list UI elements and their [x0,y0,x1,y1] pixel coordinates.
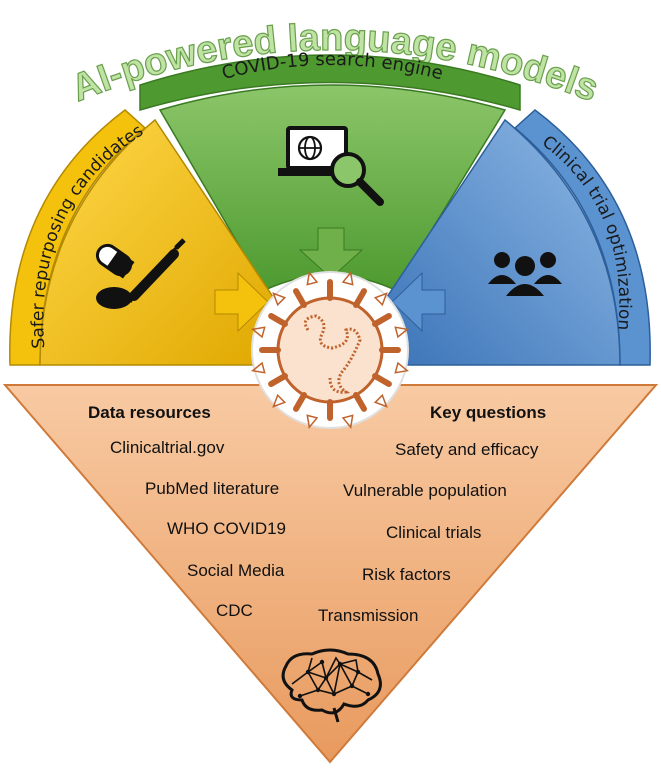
key-question-item: Clinical trials [386,523,481,542]
key-question-item: Vulnerable population [343,481,507,500]
virus-marker [272,393,287,408]
virus-marker [394,326,410,339]
pills-syringe-icon [95,238,186,309]
brain-network-icon [281,648,382,723]
virus-spike [372,373,392,387]
virus-marker [272,292,287,307]
virus-spike [293,288,307,308]
virus-marker [373,292,388,307]
arrow-left-icon [391,271,446,333]
virus-rna-strand [303,314,362,394]
coronavirus-icon [250,270,410,430]
virus-marker [394,361,410,374]
virus-marker [306,414,319,430]
key-question-item: Risk factors [362,565,451,584]
arrow-down-icon [298,227,364,279]
virus-spike [353,392,367,412]
sector-search-engine: COVID-19 search engine [139,49,521,291]
laptop-search-icon [278,126,384,206]
people-group-icon [488,252,562,296]
data-resource-item: Social Media [187,561,285,580]
virus-marker [250,361,266,374]
virus-spike [293,392,307,412]
virus-marker [341,270,354,286]
virus-spike [268,313,288,327]
key-questions-heading: Key questions [430,403,546,422]
virus-spike [372,313,392,327]
virus-marker [373,393,388,408]
sector-repurposing: Safer repurposing candidates [9,109,276,366]
virus-spike [353,288,367,308]
data-resource-item: Clinicaltrial.gov [110,438,225,457]
data-resource-item: PubMed literature [145,479,279,498]
center-hub [250,270,410,430]
virus-marker [250,326,266,339]
bottom-panel: Data resources Clinicaltrial.gov PubMed … [2,384,659,764]
data-resources-heading: Data resources [88,403,211,422]
data-resource-item: WHO COVID19 [167,519,286,538]
data-resource-item: CDC [216,601,253,620]
arrow-right-icon [214,271,269,333]
virus-marker [306,270,319,286]
virus-spike [268,373,288,387]
key-question-item: Transmission [318,606,418,625]
key-question-item: Safety and efficacy [395,440,539,459]
virus-marker [341,414,354,430]
